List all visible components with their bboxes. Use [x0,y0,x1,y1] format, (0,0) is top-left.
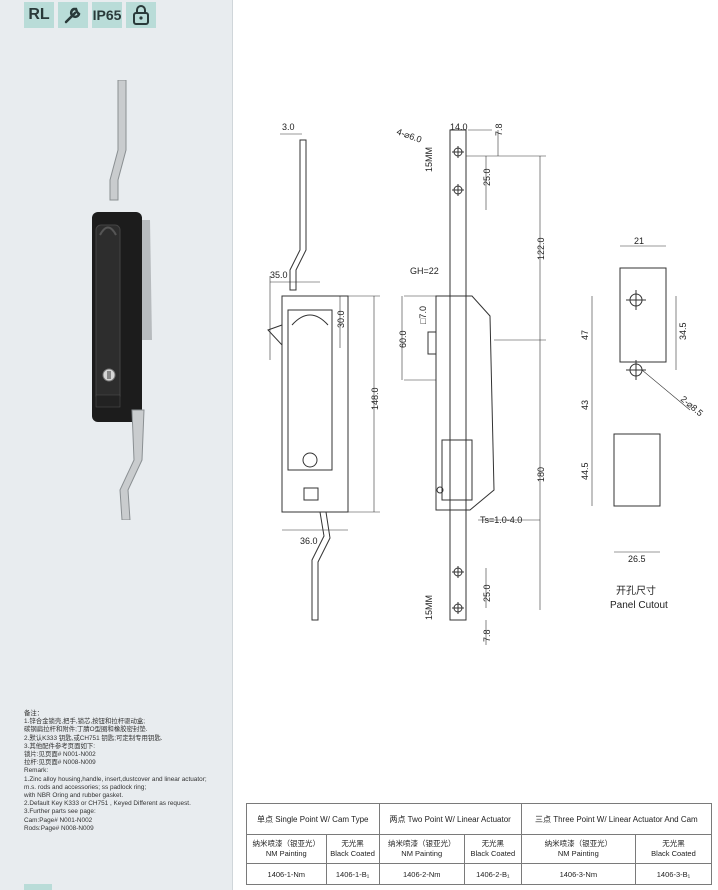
label-15mm-bot: 15MM [424,595,434,620]
technical-drawing: 3.0 35.0 30.0 148.0 36.0 4-⌀6.0 14.0 7.8… [267,122,705,645]
ip65-icon: IP65 [92,2,122,28]
dim-gh: GH=22 [410,266,439,276]
dim-7-8-top: 7.8 [494,123,504,136]
left-panel [0,0,232,890]
dim-122: 122.0 [536,237,546,260]
code-cell: 1406-1-B₁ [325,863,380,885]
remark-line: 2.Default Key K333 or CH751 , Keyed Diff… [24,800,191,808]
dim-30: 30.0 [336,310,346,328]
finish-cell: 纳米喷漆（银亚光）NM Painting [246,834,327,864]
dim-7-8-bot: 7.8 [482,629,492,642]
wrench-icon [58,2,88,28]
table-header: 三点 Three Point W/ Linear Actuator And Ca… [520,803,713,835]
remark-line: 1.Zinc alloy housing,handle, insert,dust… [24,775,207,783]
divider [232,0,233,890]
finish-cell: 纳米喷漆（银亚光）NM Painting [520,834,636,864]
remark-line: with NBR Oring and rubber gasket. [24,792,124,800]
finish-cell: 纳米喷漆（银亚光）NM Painting [378,834,465,864]
dim-3: 3.0 [282,122,295,132]
dim-holes: 4-⌀6.0 [395,126,423,144]
remark-line: 3.其他配件参考页面如下: [24,742,96,750]
dim-34-5: 34.5 [678,322,688,340]
remark-line: 拉杆:见页面# N008-N009 [24,759,96,767]
code-cell: 1406-2-B₁ [463,863,522,885]
code-cell: 1406-1-Nm [246,863,327,885]
lock-icon [126,2,156,28]
code-cell: 1406-3-Nm [520,863,636,885]
remark-line: 锁片:见页面# N001-N002 [24,751,96,759]
product-photo [92,80,152,520]
label-15mm-top: 15MM [424,147,434,172]
dim-square-7: □7.0 [418,306,428,324]
dim-ts: Ts=1.0-4.0 [480,515,522,525]
remark-line: 1.锌合金锁壳,把手,锁芯,按钮和拉杆驱动盒; [24,718,146,726]
table-header: 两点 Two Point W/ Linear Actuator [378,803,522,835]
table-header: 单点 Single Point W/ Cam Type [246,803,380,835]
remark-line: 3.Further parts see page: [24,808,96,816]
dim-35: 35.0 [270,270,288,280]
spec-table: 单点 Single Point W/ Cam Type 两点 Two Point… [246,803,713,885]
remark-line: 2.默认K333 钥匙,或CH751 钥匙;可定制专用钥匙. [24,734,163,742]
dim-25-top: 25.0 [482,168,492,186]
panel-cutout-cn: 开孔尺寸 [616,584,656,597]
code-cell: 1406-3-B₁ [634,863,713,885]
panel-cutout-en: Panel Cutout [610,600,668,611]
dim-43: 43 [580,400,590,410]
dim-21: 21 [634,236,644,246]
dim-148: 148.0 [370,387,380,410]
dim-14: 14.0 [450,122,468,132]
rl-icon: RL [24,2,54,28]
dim-47: 47 [580,330,590,340]
remark-line: Cam:Page# N001-N002 [24,816,93,824]
feature-icons: RL IP65 [24,2,156,28]
dim-60: 60.0 [398,330,408,348]
dim-25-bot: 25.0 [482,584,492,602]
remarks: 备注： 1.锌合金锁壳,把手,锁芯,按钮和拉杆驱动盒; 碳钢扁拉杆和附件;丁腈O… [24,710,234,833]
dim-holes-8-5: 2-⌀8.5 [679,394,705,418]
remark-line: Remark: [24,767,49,775]
dim-180: 180 [536,467,546,482]
code-cell: 1406-2-Nm [378,863,465,885]
remark-line: m.s. rods and accessories; ss padlock ri… [24,783,147,791]
dim-44-5: 44.5 [580,462,590,480]
remark-line: 碳钢扁拉杆和附件;丁腈O型圈和橡胶密封垫. [24,726,148,734]
remarks-title: 备注： [24,710,44,717]
remark-line: Rods:Page# N008-N009 [24,824,94,832]
dim-26-5: 26.5 [628,554,646,564]
bottom-accent [24,884,52,890]
dim-36: 36.0 [300,536,318,546]
